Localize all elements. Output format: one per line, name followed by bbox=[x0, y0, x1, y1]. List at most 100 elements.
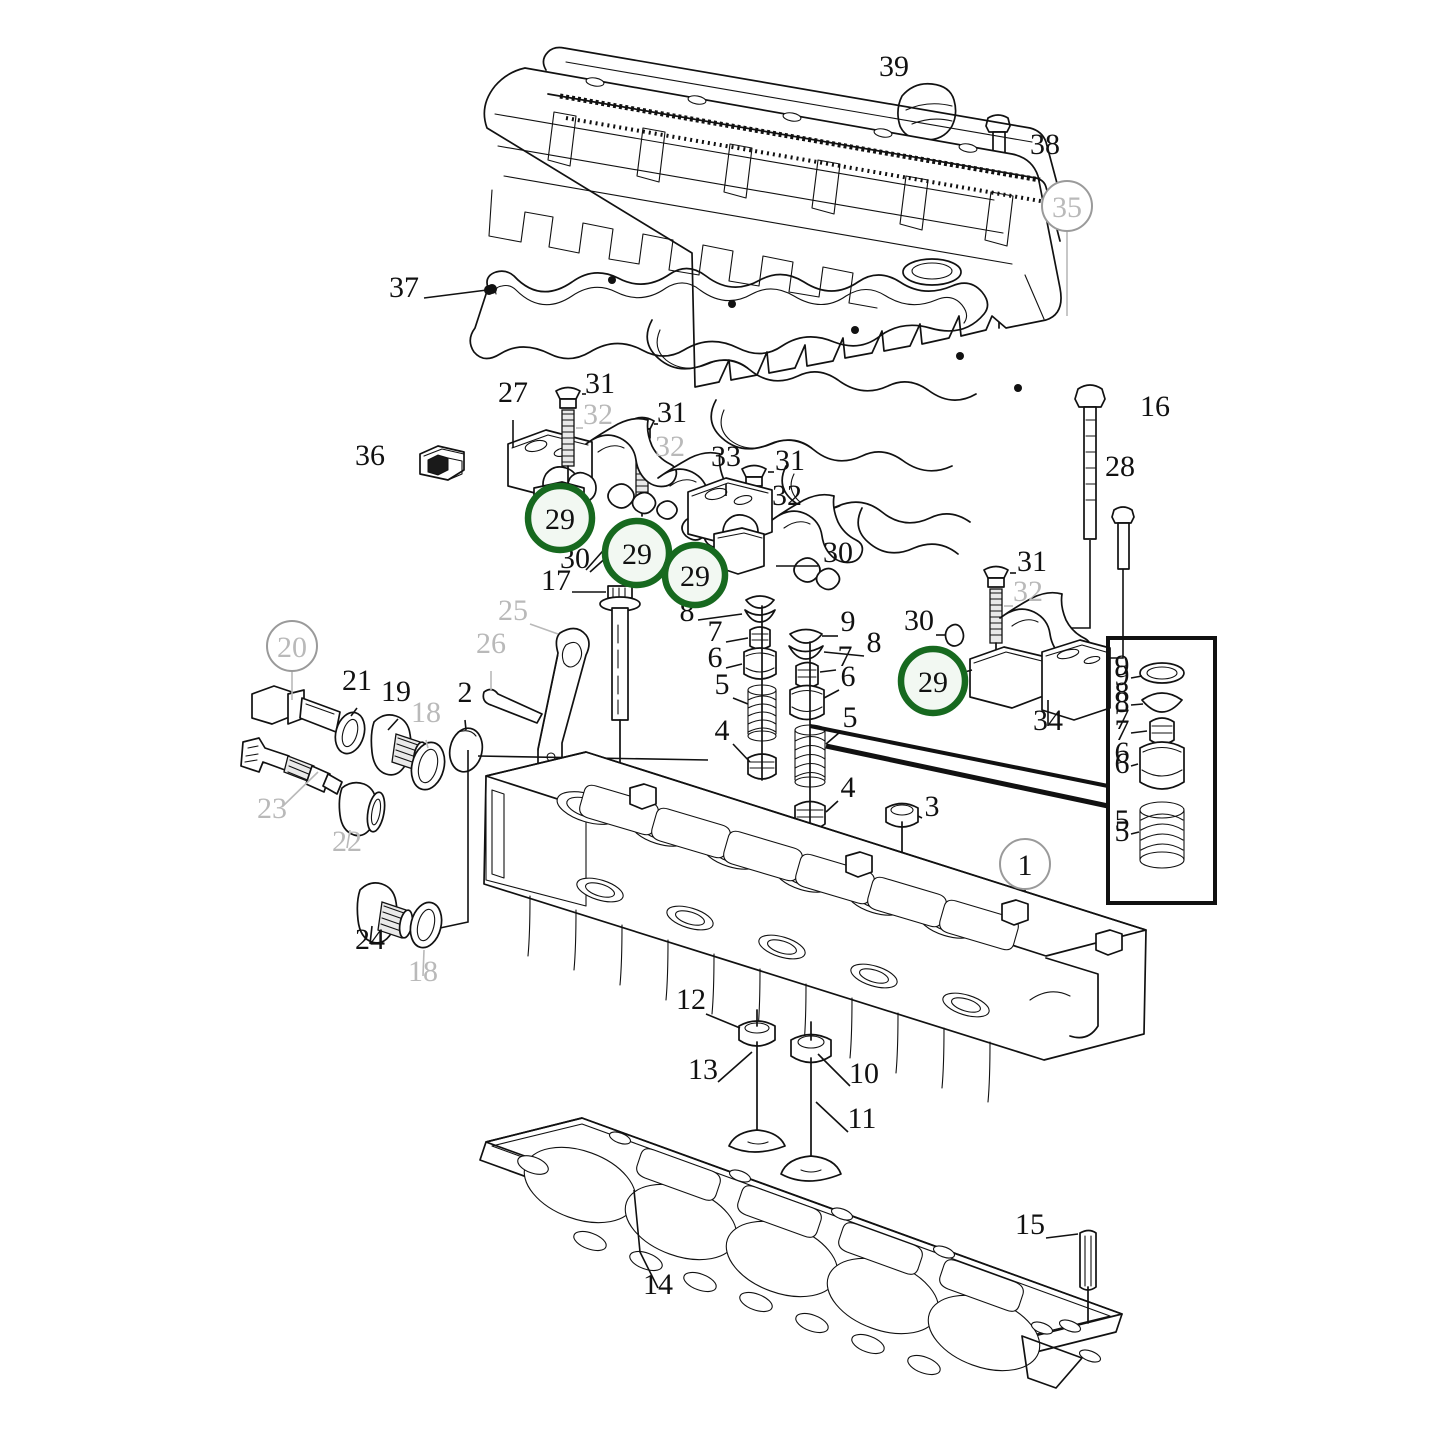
inset-label-7: 7 bbox=[1115, 714, 1130, 747]
inset-part-8 bbox=[1141, 692, 1183, 713]
callout-label-5-31: 5 bbox=[843, 701, 858, 734]
callout-label-31-5: 31 bbox=[585, 367, 615, 400]
part-17-long-stud bbox=[599, 585, 641, 779]
callout-18-b bbox=[422, 750, 469, 977]
callout-label-6-24: 6 bbox=[708, 641, 723, 674]
callout-label-27-4: 27 bbox=[498, 376, 528, 409]
callout-6-l bbox=[725, 663, 743, 669]
callout-25 bbox=[529, 623, 559, 635]
callout-12 bbox=[705, 1013, 741, 1029]
callout-8-r bbox=[823, 651, 865, 657]
part-26-pin bbox=[482, 688, 543, 724]
part-28-short-bolt bbox=[1098, 506, 1135, 659]
part-7-collet-l bbox=[749, 626, 771, 650]
callout-13 bbox=[717, 1051, 753, 1083]
callout-label-6-30: 6 bbox=[841, 660, 856, 693]
callout-label-4-32: 4 bbox=[841, 771, 856, 804]
part-6-spring-seat-l bbox=[743, 647, 777, 680]
highlight-label: 29 bbox=[918, 666, 948, 699]
part-12-valve-seal bbox=[738, 1009, 776, 1047]
inset-label-9: 9 bbox=[1115, 659, 1130, 692]
callout-label-32-17: 32 bbox=[1013, 575, 1043, 608]
highlight-hl-4[interactable]: 29 bbox=[897, 645, 969, 717]
callout-label-7-23: 7 bbox=[708, 615, 723, 648]
highlight-hl-3[interactable]: 29 bbox=[661, 541, 729, 609]
callout-37 bbox=[423, 285, 494, 299]
highlight-ring[interactable] bbox=[661, 541, 729, 609]
inset-pointer-lines bbox=[809, 724, 1109, 809]
callout-label-19-41: 19 bbox=[381, 675, 411, 708]
highlight-hl-2[interactable]: 29 bbox=[601, 517, 673, 589]
callout-label-18-42: 18 bbox=[411, 696, 441, 729]
callout-label-31-16: 31 bbox=[1017, 545, 1047, 578]
callout-label-31-10: 31 bbox=[775, 444, 805, 477]
part-9-retainer-l bbox=[745, 595, 775, 609]
part-1-cylinder-head bbox=[483, 751, 1147, 1103]
part-36-clip bbox=[419, 445, 465, 481]
callout-label-31-7: 31 bbox=[657, 396, 687, 429]
callout-label-2-43: 2 bbox=[458, 676, 473, 709]
inset-part-9 bbox=[1139, 662, 1185, 684]
callout-label-25-20: 25 bbox=[498, 594, 528, 627]
bubble-label-35: 35 bbox=[1052, 191, 1082, 224]
part-7-collet-r bbox=[795, 661, 819, 689]
part-18-oring-b bbox=[409, 901, 443, 949]
part-34-rocker-bracket-3 bbox=[969, 639, 1111, 721]
highlight-ring[interactable] bbox=[601, 517, 673, 589]
callout-8-l bbox=[697, 613, 743, 621]
callout-label-28-12: 28 bbox=[1105, 450, 1135, 483]
callout-label-8-36: 8 bbox=[1115, 676, 1130, 709]
callout-4-l bbox=[732, 743, 751, 763]
bubble-ring-35 bbox=[1041, 180, 1093, 232]
inset-part-5 bbox=[1139, 801, 1185, 869]
bubble-part-20: 20 bbox=[266, 620, 318, 672]
callout-label-26-21: 26 bbox=[476, 627, 506, 660]
callout-label-37-2: 37 bbox=[389, 271, 419, 304]
callout-7-l bbox=[725, 637, 749, 643]
callout-label-32-11: 32 bbox=[772, 479, 802, 512]
callout-5-r bbox=[825, 731, 841, 745]
callout-label-3-33: 3 bbox=[925, 790, 940, 823]
part-31-32-adjuster-d bbox=[983, 565, 1009, 663]
part-8-retainer-r bbox=[788, 645, 824, 660]
bubble-ring-1 bbox=[999, 838, 1051, 890]
part-23-injector bbox=[240, 737, 343, 807]
highlight-label: 29 bbox=[545, 503, 575, 536]
part-21-washer bbox=[334, 711, 366, 755]
callout-label-24-46: 24 bbox=[355, 923, 385, 956]
highlight-ring[interactable] bbox=[524, 482, 596, 554]
bubble-label-1: 1 bbox=[1018, 849, 1033, 882]
part-30-rocker-arm-1 bbox=[585, 417, 678, 520]
part-10-valve-seal bbox=[790, 1021, 832, 1064]
callout-label-22-45: 22 bbox=[332, 825, 362, 858]
highlight-ring[interactable] bbox=[897, 645, 969, 717]
bubble-ring-20 bbox=[266, 620, 318, 672]
callout-label-10-50: 10 bbox=[849, 1057, 879, 1090]
callout-7-r bbox=[819, 669, 837, 673]
callout-label-8-28: 8 bbox=[867, 626, 882, 659]
callout-label-6-38: 6 bbox=[1115, 736, 1130, 769]
part-31-32-adjuster-a bbox=[555, 386, 581, 487]
callout-label-12-48: 12 bbox=[676, 983, 706, 1016]
part-35-valve-cover bbox=[483, 46, 1068, 388]
part-8-retainer-l bbox=[744, 609, 776, 623]
inset-part-7 bbox=[1149, 717, 1175, 745]
bubble-part-35: 35 bbox=[1041, 180, 1093, 232]
callout-label-5-39: 5 bbox=[1115, 804, 1130, 837]
part-15-dowel-pin bbox=[1079, 1229, 1097, 1324]
callout-19 bbox=[387, 718, 399, 731]
inset-label-8: 8 bbox=[1115, 686, 1130, 719]
inset-panel bbox=[1106, 636, 1217, 905]
highlight-label: 29 bbox=[622, 538, 652, 571]
head-deck-details bbox=[556, 783, 1123, 1018]
bubble-label-20: 20 bbox=[277, 631, 307, 664]
part-9-retainer-r bbox=[789, 628, 823, 644]
callout-label-23-44: 23 bbox=[257, 792, 287, 825]
callout-15 bbox=[1045, 1233, 1079, 1239]
callout-label-30-14: 30 bbox=[823, 536, 853, 569]
callout-label-34-34: 34 bbox=[1033, 704, 1063, 737]
part-11-exhaust-valve bbox=[780, 1057, 842, 1182]
highlight-hl-1[interactable]: 29 bbox=[524, 482, 596, 554]
callout-label-16-3: 16 bbox=[1140, 390, 1170, 423]
